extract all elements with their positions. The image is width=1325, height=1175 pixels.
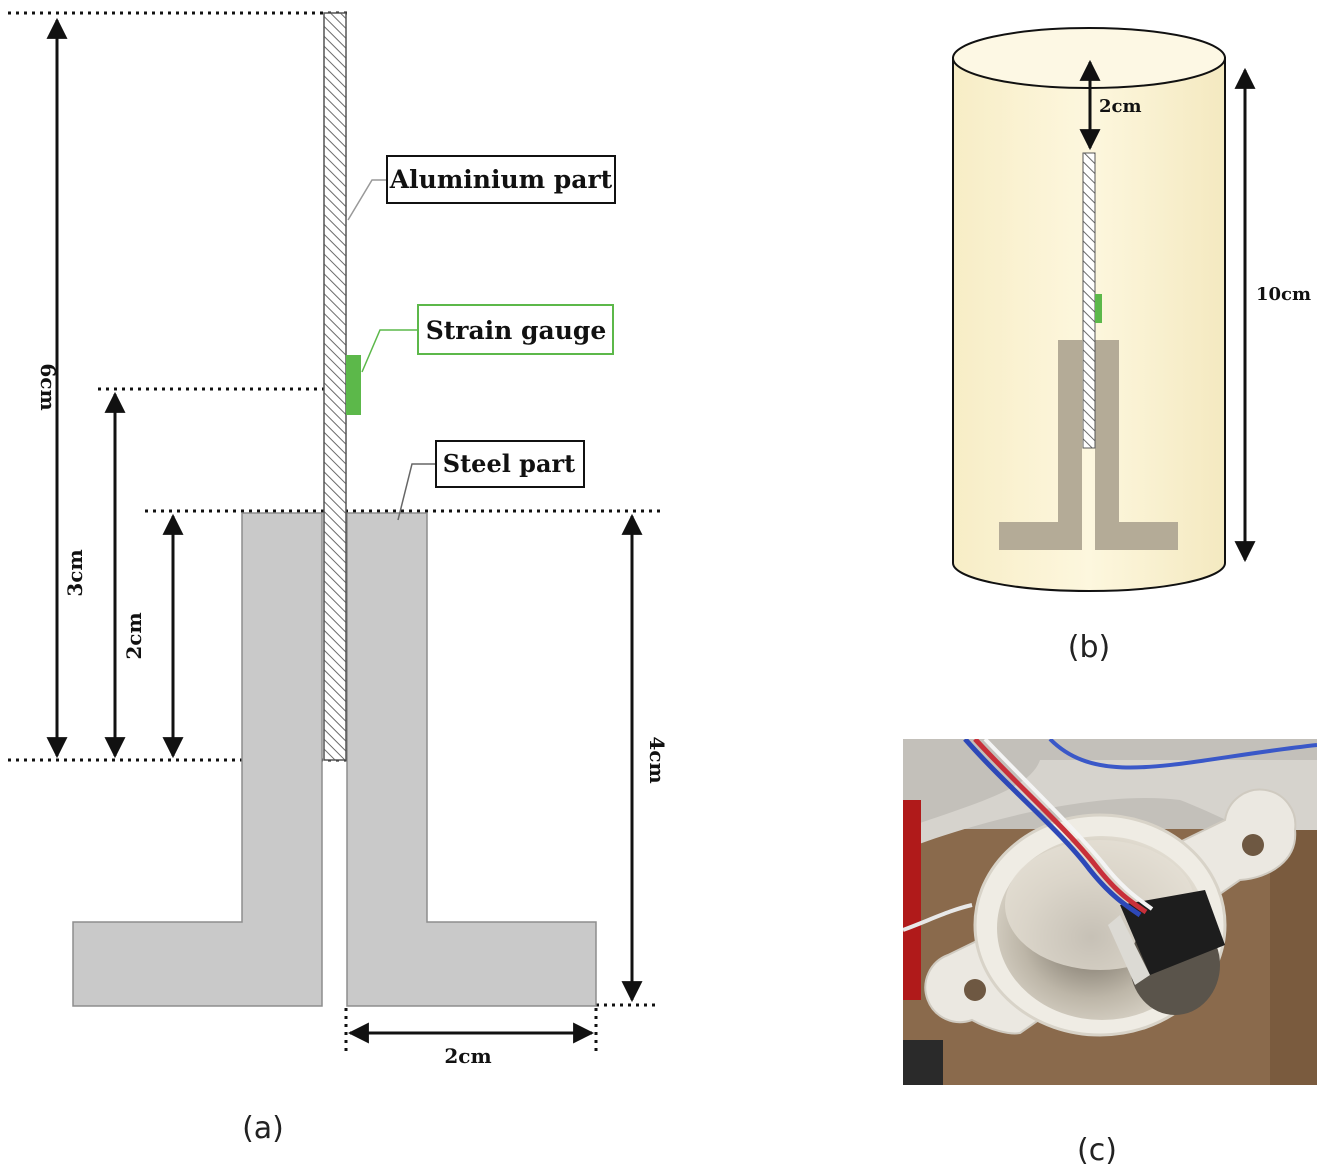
callout-aluminium: Aluminium part (389, 165, 613, 194)
steel-part-left-b (999, 340, 1082, 550)
photo-cloth-fold (903, 760, 1317, 850)
photo-wire-top-right (1048, 739, 1317, 770)
callout-box-steel (435, 440, 585, 488)
panel-a: Aluminium part Strain gauge Steel part 6… (8, 11, 669, 1146)
aluminium-part (323, 12, 347, 761)
photo-wood-right (1270, 830, 1317, 1085)
dim-label-4cm: 4cm (645, 736, 669, 783)
strain-gauge (346, 355, 361, 415)
photo-wire-white (983, 739, 1154, 911)
reference-lines (8, 11, 660, 1052)
photo-wire-left (903, 903, 973, 932)
steel-part-right-b (1095, 340, 1178, 550)
strain-gauge-b (1095, 294, 1102, 323)
dim-label-top-gap: 2cm (1099, 96, 1142, 117)
caption-c: (c) (1077, 1133, 1117, 1168)
callout-leader-strain-gauge (361, 329, 418, 373)
callout-leader-aluminium (347, 179, 388, 221)
panel-b: 2cm 10cm (b) (952, 27, 1311, 665)
dim-label-10cm: 10cm (1256, 284, 1311, 305)
photo-dark-corner (903, 1040, 943, 1085)
callout-steel: Steel part (443, 449, 576, 478)
dimension-arrows (46, 17, 643, 1044)
callout-strain-gauge: Strain gauge (426, 316, 607, 345)
callout-box-strain-gauge (417, 304, 614, 355)
dim-label-2cm-vertical: 2cm (122, 612, 146, 659)
photo-sensor-foil (1108, 915, 1150, 985)
panel-c-photo: (c) (903, 739, 1317, 1168)
steel-part-left (72, 512, 323, 1007)
photo-flange-hole-left (964, 979, 986, 1001)
callout-leader-steel (397, 463, 436, 521)
caption-b: (b) (1068, 630, 1110, 665)
photo-flange-hole-right (1242, 834, 1264, 856)
caption-a: (a) (242, 1111, 284, 1146)
steel-part-right (346, 512, 597, 1007)
dim-label-3cm: 3cm (63, 549, 87, 596)
photo-red-object (903, 800, 921, 1000)
callout-box-aluminium (386, 155, 616, 204)
photo-wire-blue (963, 739, 1142, 918)
aluminium-part-b (1082, 152, 1096, 449)
dim-label-6cm: 6cm (36, 363, 60, 410)
photo-wire-red (973, 739, 1148, 915)
dim-label-2cm-horizontal: 2cm (444, 1044, 491, 1068)
